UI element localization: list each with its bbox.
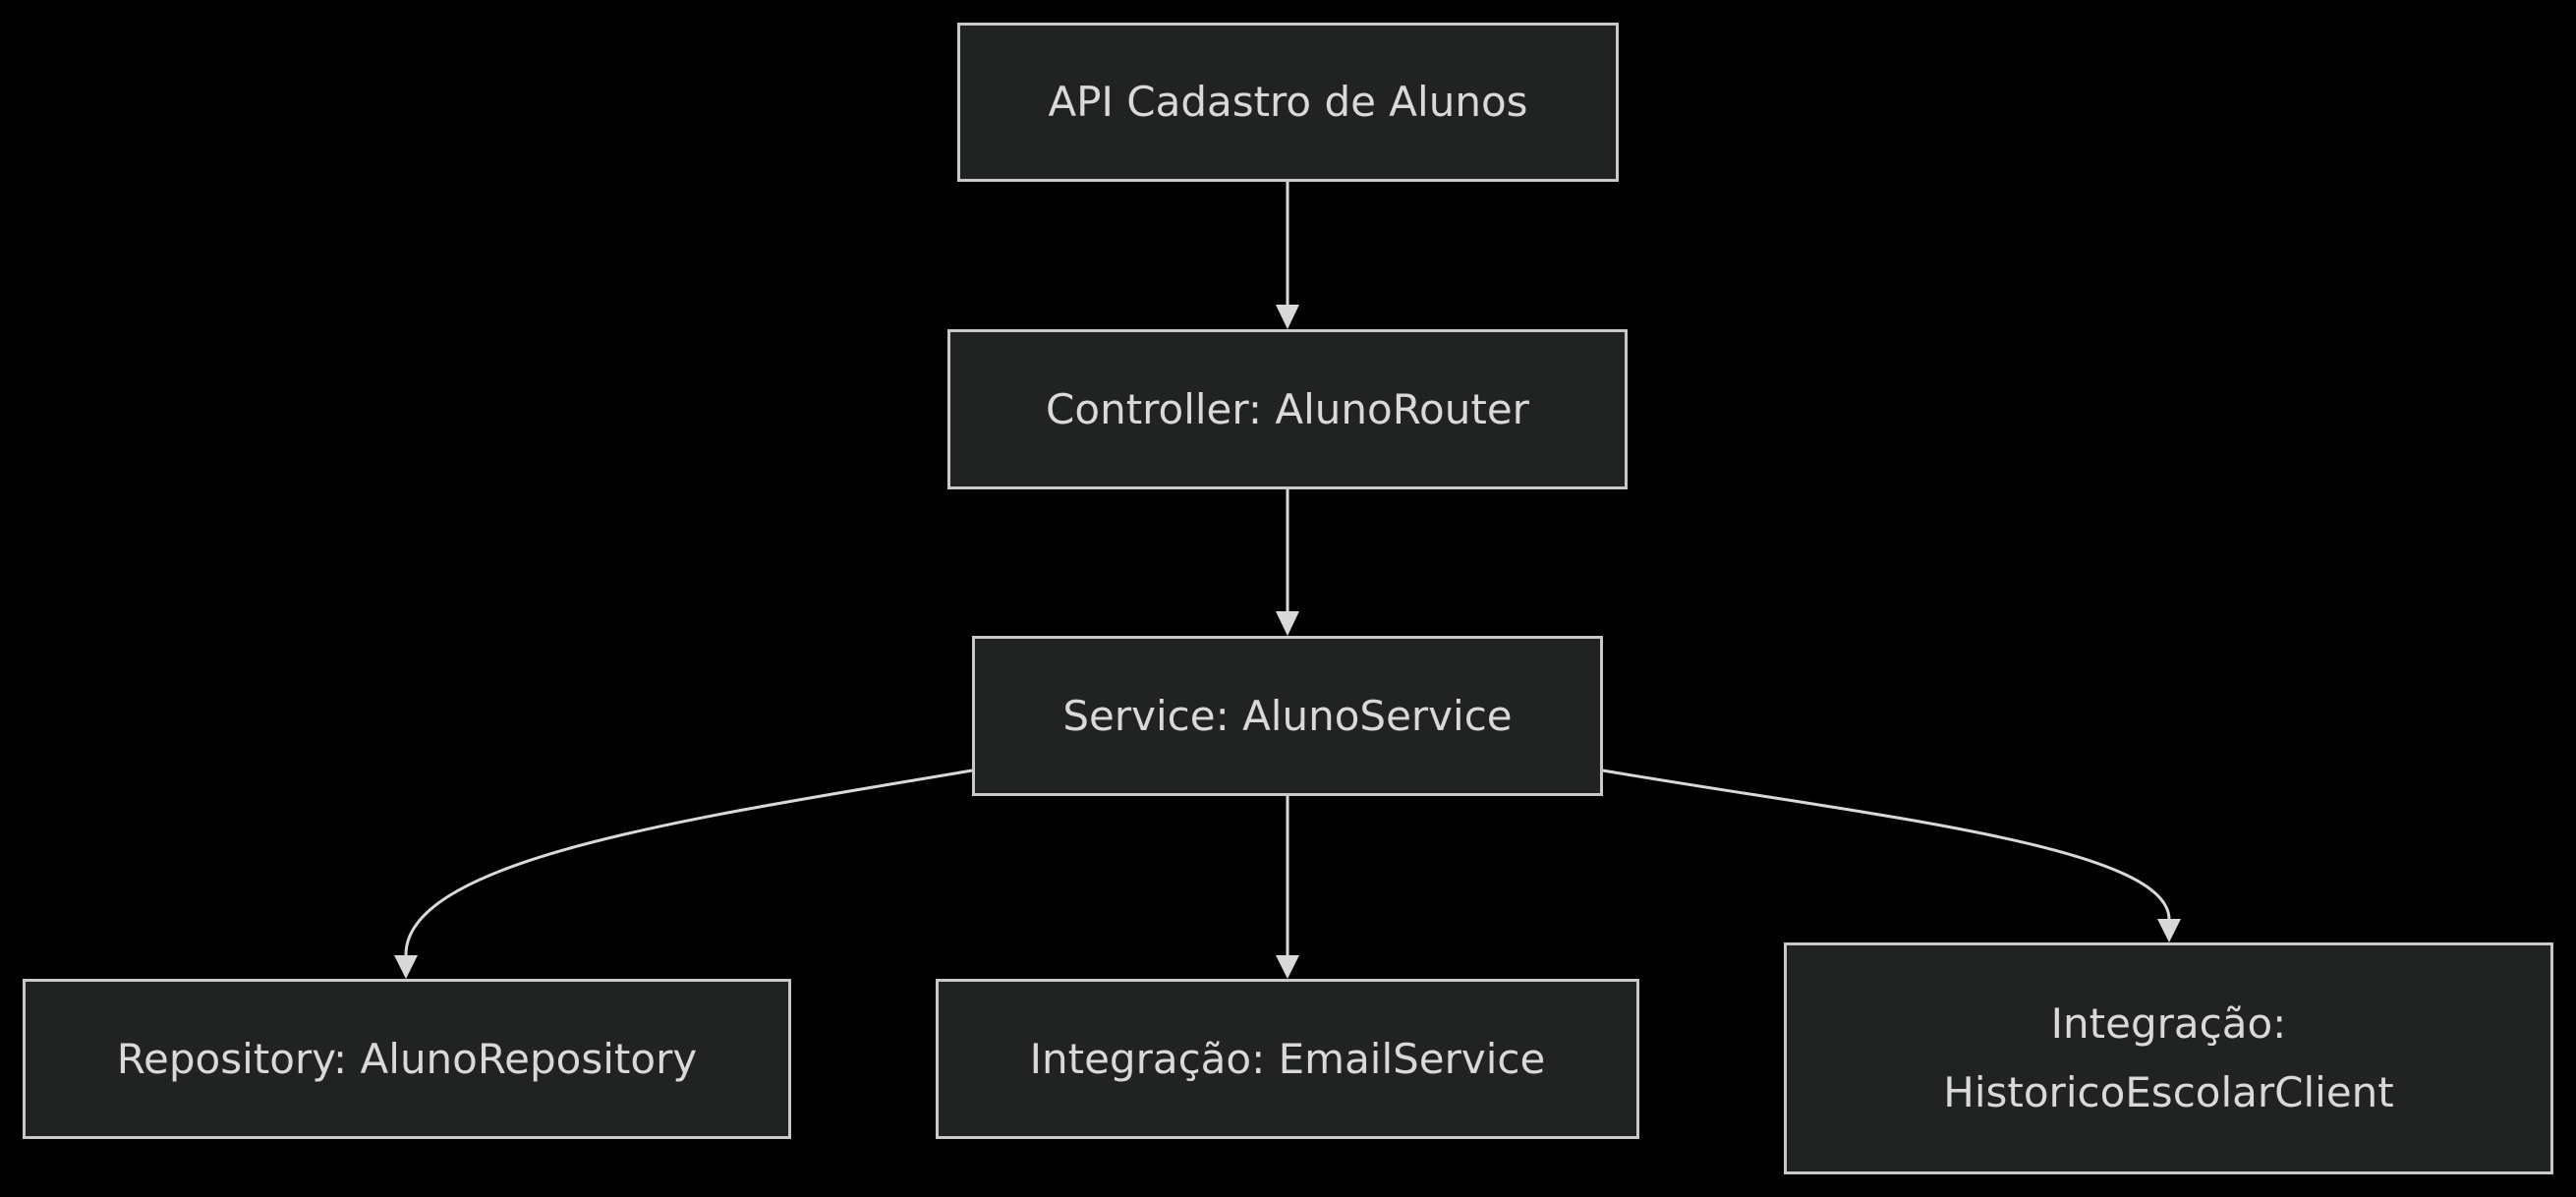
node-label: Repository: AlunoRepository xyxy=(116,1034,698,1083)
node-label-line2: HistoricoEscolarClient xyxy=(1943,1068,2394,1116)
arrowhead-email xyxy=(1276,955,1299,979)
node-label-line1: Integração: xyxy=(2050,999,2287,1048)
node-label: Controller: AlunoRouter xyxy=(1046,384,1529,433)
node-api-cadastro-de-alunos: API Cadastro de Alunos xyxy=(957,23,1619,182)
arrowhead-historico xyxy=(2157,919,2181,942)
node-historico-escolar-client: Integração: HistoricoEscolarClient xyxy=(1784,942,2553,1174)
arrowhead-service xyxy=(1276,611,1299,636)
node-label: Integração: EmailService xyxy=(1029,1034,1546,1083)
arrowhead-controller xyxy=(1276,305,1299,329)
node-label-group: Integração: HistoricoEscolarClient xyxy=(1943,990,2394,1127)
node-service: Service: AlunoService xyxy=(972,636,1603,796)
edge-service-to-repository xyxy=(404,769,973,956)
node-label: API Cadastro de Alunos xyxy=(1048,78,1528,126)
node-controller: Controller: AlunoRouter xyxy=(947,329,1628,489)
arrowhead-repository xyxy=(394,955,418,979)
edge-service-to-historico xyxy=(1602,769,2171,921)
node-email-service: Integração: EmailService xyxy=(936,979,1639,1139)
node-repository: Repository: AlunoRepository xyxy=(23,979,791,1139)
node-label: Service: AlunoService xyxy=(1062,691,1513,740)
